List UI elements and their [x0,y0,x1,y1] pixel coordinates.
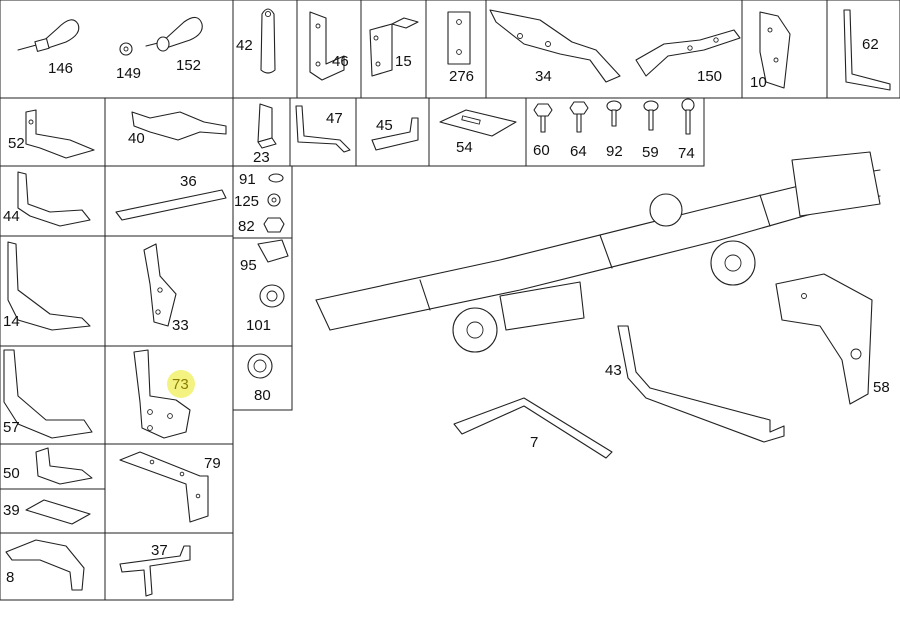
nut-82-drawing [263,217,285,233]
callout-73[interactable]: 73 [172,376,189,393]
bracket-52-drawing [25,109,95,159]
chassis-assembly-drawing [315,151,881,353]
callout-149[interactable]: 149 [116,65,141,82]
bracket-150-drawing [635,29,741,77]
callout-58[interactable]: 58 [873,379,890,396]
bracket-45-drawing [371,117,419,151]
callout-23[interactable]: 23 [253,149,270,166]
bracket-37-drawing [119,545,191,597]
callout-91[interactable]: 91 [239,171,256,188]
callout-15[interactable]: 15 [395,53,412,70]
screw-59-drawing [643,100,659,131]
callout-7[interactable]: 7 [530,434,538,451]
bracket-39-drawing [25,499,91,525]
callout-40[interactable]: 40 [128,130,145,147]
cable-tie-152-drawing [145,16,203,52]
bracket-50-drawing [35,447,93,485]
callout-82[interactable]: 82 [238,218,255,235]
bracket-47-drawing [295,105,351,153]
callout-44[interactable]: 44 [3,208,20,225]
bracket-57-drawing [3,349,93,439]
callout-146[interactable]: 146 [48,60,73,77]
screw-92-drawing [606,100,622,127]
grommet-101-drawing [259,284,285,308]
callout-74[interactable]: 74 [678,145,695,162]
highlight-marker [167,370,195,398]
callout-57[interactable]: 57 [3,419,20,436]
callout-62[interactable]: 62 [862,36,879,53]
strap-42-drawing [260,8,276,74]
callout-46[interactable]: 46 [332,53,349,70]
callout-37[interactable]: 37 [151,542,168,559]
washer-91-drawing [268,173,284,183]
strip-36-drawing [115,189,227,221]
cable-tie-146-drawing [17,19,80,52]
washer-149-drawing [119,42,133,56]
callout-95[interactable]: 95 [240,257,257,274]
bracket-34-drawing [489,9,621,83]
callout-33[interactable]: 33 [172,317,189,334]
strip-43-drawing [617,325,785,443]
bracket-40-drawing [131,111,227,141]
clip-95-drawing [257,239,289,263]
callout-80[interactable]: 80 [254,387,271,404]
callout-60[interactable]: 60 [533,142,550,159]
callout-125[interactable]: 125 [234,193,259,210]
callout-50[interactable]: 50 [3,465,20,482]
callout-52[interactable]: 52 [8,135,25,152]
bracket-79-drawing [119,451,209,523]
screw-74-drawing [681,98,695,135]
callout-34[interactable]: 34 [535,68,552,85]
callout-43[interactable]: 43 [605,362,622,379]
angle-bracket-46-drawing [309,11,345,81]
bolt-60-drawing [533,103,553,133]
grommet-80-drawing [247,353,273,379]
callout-14[interactable]: 14 [3,313,20,330]
lock-washer-125-drawing [267,193,281,207]
callout-39[interactable]: 39 [3,502,20,519]
callout-152[interactable]: 152 [176,57,201,74]
bracket-44-drawing [17,171,91,227]
callout-101[interactable]: 101 [246,317,271,334]
callout-150[interactable]: 150 [697,68,722,85]
callout-8[interactable]: 8 [6,569,14,586]
callout-42[interactable]: 42 [236,37,253,54]
callout-45[interactable]: 45 [376,117,393,134]
callout-79[interactable]: 79 [204,455,221,472]
bracket-23-drawing [257,103,277,149]
bracket-10-drawing [759,11,791,89]
hook-62-drawing [843,9,891,91]
callout-92[interactable]: 92 [606,143,623,160]
callout-labels: 146 149 152 42 46 15 276 34 150 10 62 52… [3,36,890,586]
strip-7-drawing [453,397,613,459]
callout-59[interactable]: 59 [642,144,659,161]
plate-54-drawing [439,109,517,137]
callout-10[interactable]: 10 [750,74,767,91]
callout-36[interactable]: 36 [180,173,197,190]
callout-54[interactable]: 54 [456,139,473,156]
bracket-58-drawing [775,273,873,405]
callout-47[interactable]: 47 [326,110,343,127]
bracket-73-drawing[interactable] [133,349,191,439]
callout-276[interactable]: 276 [449,68,474,85]
bracket-33-drawing [143,243,177,327]
bracket-8-drawing [5,539,85,591]
bracket-15-drawing [369,17,419,77]
plate-276-drawing [447,11,471,65]
bracket-14-drawing [7,241,91,331]
bolt-64-drawing [569,101,589,133]
callout-64[interactable]: 64 [570,143,587,160]
